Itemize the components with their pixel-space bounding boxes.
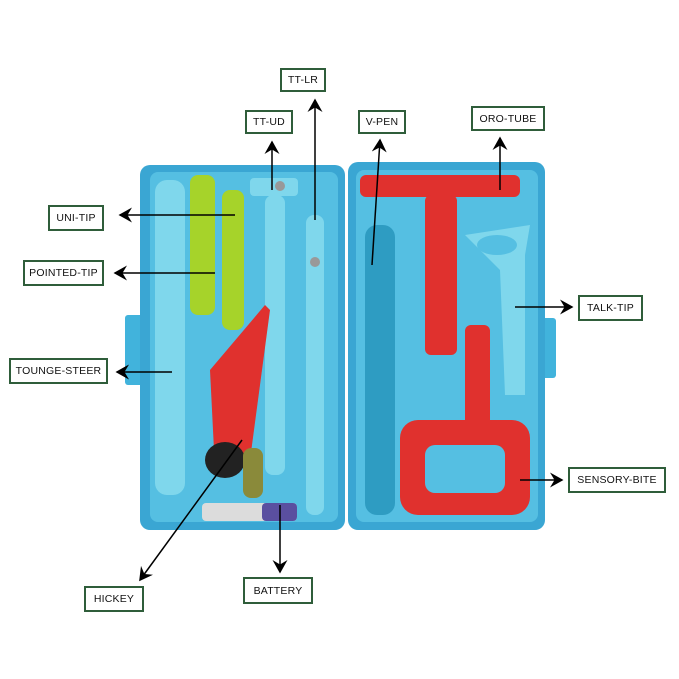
v-pen-tool bbox=[365, 225, 395, 515]
label-talk-tip: TALK-TIP bbox=[578, 295, 643, 321]
talk-tip-tool bbox=[465, 225, 530, 395]
label-v-pen: V-PEN bbox=[358, 110, 406, 134]
label-hickey: HICKEY bbox=[84, 586, 144, 612]
label-oro-tube: ORO-TUBE bbox=[471, 106, 545, 131]
label-tounge-steer: TOUNGE-STEER bbox=[9, 358, 108, 384]
tt-lr-tool bbox=[306, 215, 324, 515]
label-battery: BATTERY bbox=[243, 577, 313, 604]
pointed-tip-tool bbox=[222, 190, 244, 330]
tounge-steer-tool bbox=[155, 180, 185, 495]
oro-tube-tool bbox=[360, 175, 520, 355]
label-sensory-bite: SENSORY-BITE bbox=[568, 467, 666, 493]
sensory-bite-tool bbox=[400, 325, 530, 515]
label-tt-lr: TT-LR bbox=[280, 68, 326, 92]
hickey-tool bbox=[205, 305, 270, 498]
uni-tip-tool bbox=[190, 175, 215, 315]
label-uni-tip: UNI-TIP bbox=[48, 205, 104, 231]
label-pointed-tip: POINTED-TIP bbox=[23, 260, 104, 286]
pointer-arrows bbox=[113, 98, 574, 582]
battery-item bbox=[202, 503, 297, 521]
tt-ud-tool bbox=[250, 178, 298, 475]
label-tt-ud: TT-UD bbox=[245, 110, 293, 134]
